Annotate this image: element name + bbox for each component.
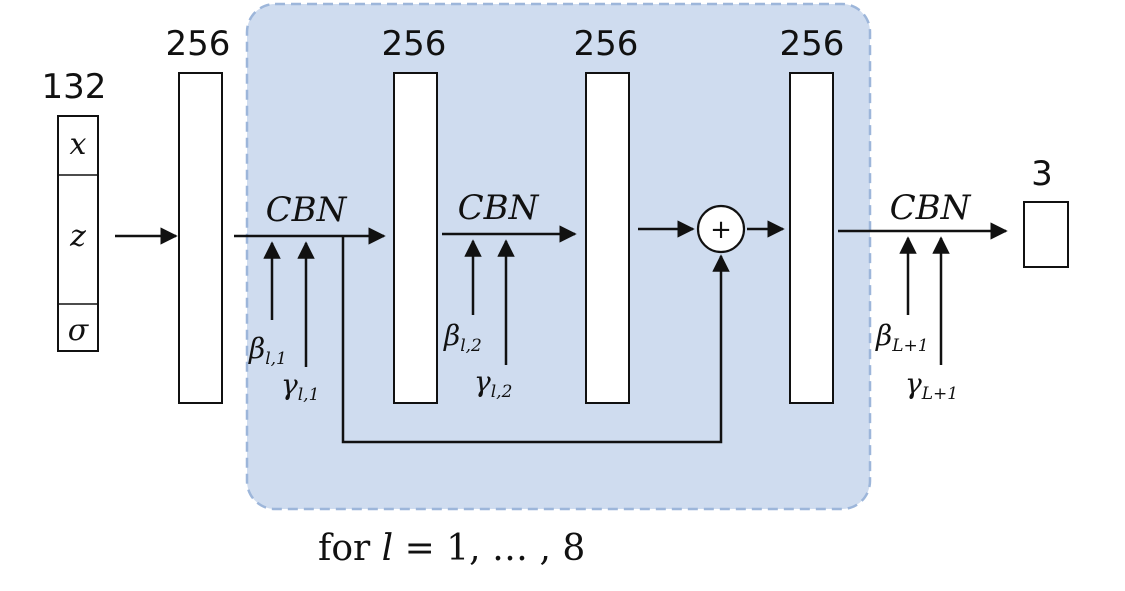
residual-block-region [245, 2, 872, 511]
sum-node: + [696, 204, 746, 254]
fc1-layer [178, 72, 223, 404]
gamma-l1-label: γl,1 [281, 368, 319, 405]
block-b-dim-label: 256 [574, 24, 639, 64]
block-layer-c [789, 72, 834, 404]
skip-connection [341, 236, 730, 444]
input-dim-label: 132 [42, 67, 107, 107]
output-dim-label: 3 [1031, 154, 1053, 194]
output-layer [1023, 201, 1069, 268]
beta-L1-label: βL+1 [875, 319, 929, 356]
input-x-label: x [70, 127, 87, 162]
loop-caption: for l = 1, … , 8 [318, 528, 585, 569]
input-sigma-label: σ [68, 313, 90, 348]
block-layer-a [393, 72, 438, 404]
plus-symbol: + [710, 215, 732, 245]
input-vector: x z σ [57, 115, 99, 352]
input-z-label: z [69, 219, 86, 254]
block-c-dim-label: 256 [780, 24, 845, 64]
cbn-label-1: CBN [266, 190, 348, 230]
fc1-dim-label: 256 [166, 24, 231, 64]
beta-l1-label: βl,1 [248, 332, 287, 369]
cbn-label-3: CBN [890, 188, 972, 228]
beta-l2-label: βl,2 [443, 319, 482, 356]
cbn-label-2: CBN [458, 188, 540, 228]
gamma-l2-label: γl,2 [474, 365, 512, 402]
block-layer-b [585, 72, 630, 404]
gamma-L1-label: γL+1 [905, 367, 958, 404]
block-a-dim-label: 256 [382, 24, 447, 64]
